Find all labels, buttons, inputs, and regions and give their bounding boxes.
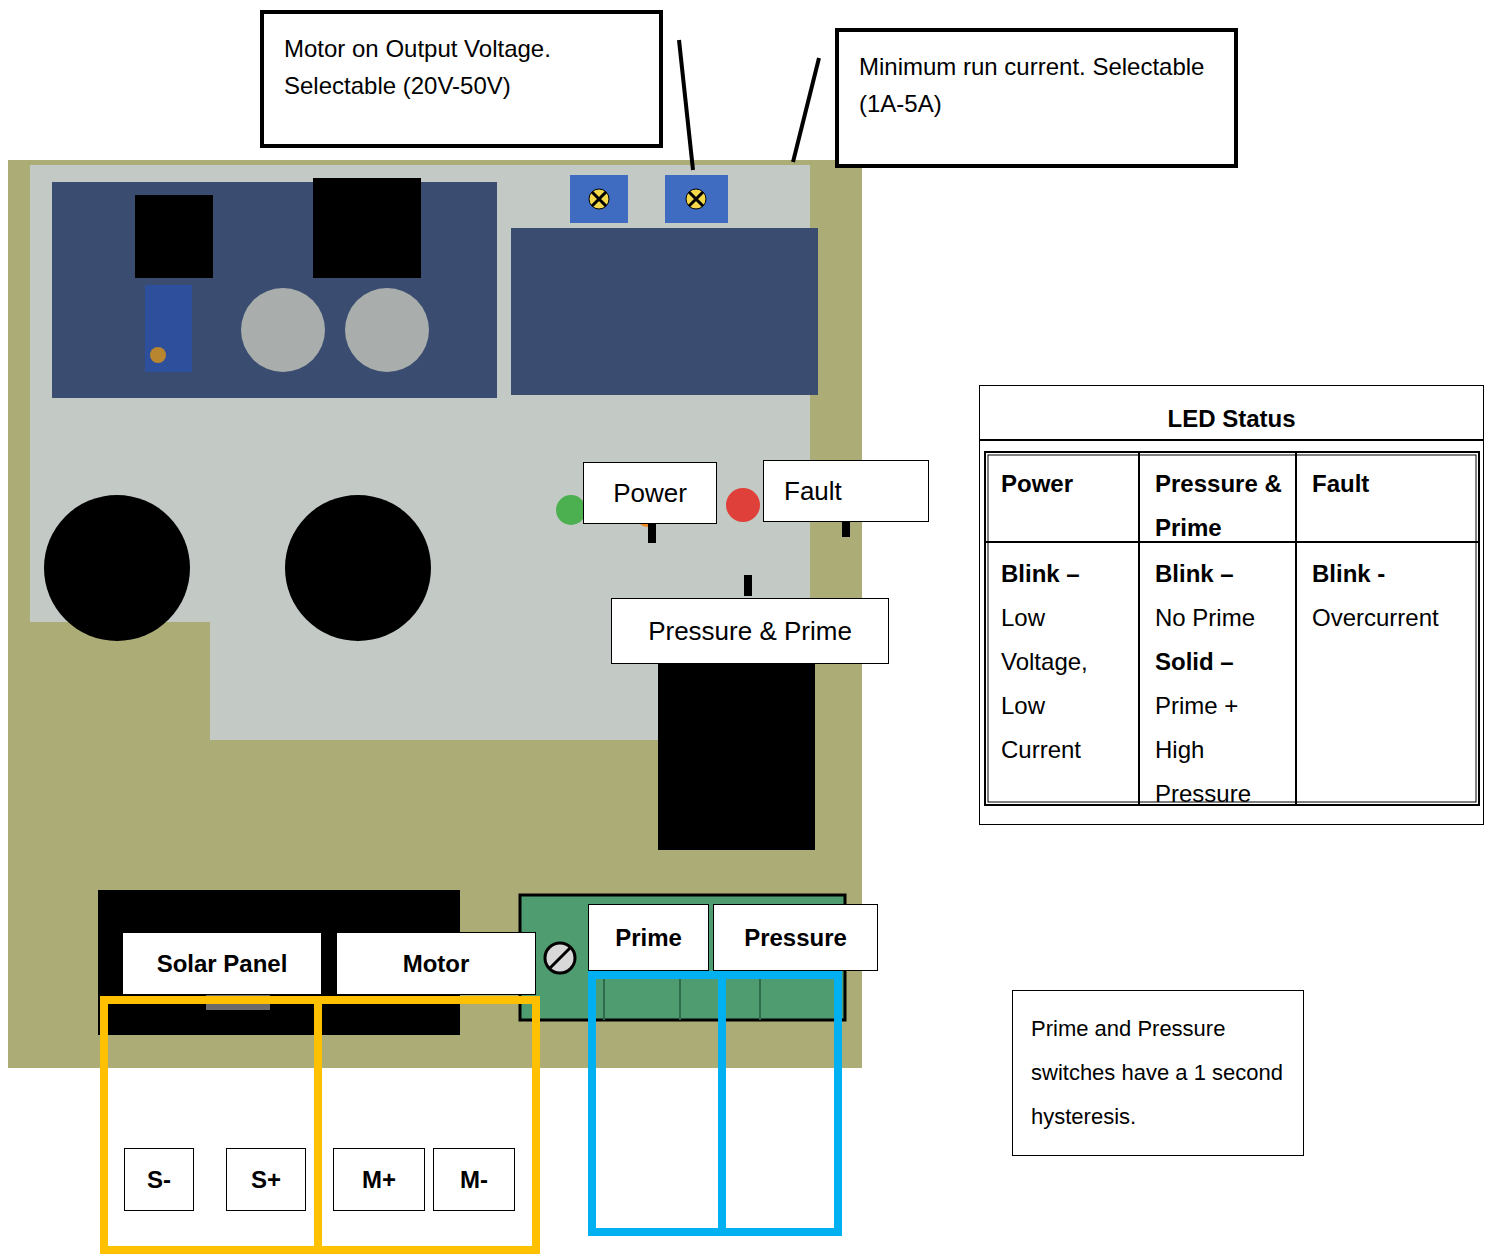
control-module: [511, 228, 818, 395]
box-text: Pressure: [718, 919, 873, 956]
table-header: Fault: [1312, 462, 1469, 506]
table-cell-text: No Prime: [1155, 596, 1286, 640]
table-cell-text: Solid –: [1155, 640, 1286, 684]
table-cell-text: Prime + High Pressure: [1155, 684, 1286, 816]
terminal-label: Motor: [336, 932, 536, 995]
transistor: [313, 178, 421, 278]
led-label: Power: [583, 462, 717, 524]
box-text: Prime and Pressure switches have a 1 sec…: [1031, 1007, 1285, 1139]
note-box: Prime and Pressure switches have a 1 sec…: [1012, 990, 1304, 1156]
box-text: Motor on Output Voltage. Selectable (20V…: [284, 30, 639, 104]
box-text: Power: [590, 473, 710, 513]
led-label: Pressure & Prime: [611, 598, 889, 664]
motor-wire-frame: [318, 1000, 536, 1250]
pin-label: S+: [226, 1148, 306, 1211]
box-text: Motor: [341, 945, 531, 982]
inductor: [44, 495, 190, 641]
callout-box: Motor on Output Voltage. Selectable (20V…: [260, 10, 663, 148]
terminal-label: Pressure: [713, 904, 878, 971]
box-text: Fault: [784, 471, 908, 511]
potentiometer-knob: [686, 189, 706, 209]
pin-label: M-: [433, 1148, 515, 1211]
capacitor: [145, 285, 192, 372]
box-text: Pressure & Prime: [618, 611, 882, 651]
inductor: [285, 495, 431, 641]
box-text: Prime: [593, 919, 704, 956]
led-label: Fault: [763, 460, 929, 522]
table-cell: Blink –Low Voltage, Low Current: [985, 544, 1139, 778]
table-rule: [979, 440, 1484, 805]
table-cell-text: Low Voltage, Low Current: [1001, 596, 1129, 772]
potentiometer: [665, 175, 728, 223]
terminal-label: Solar Panel: [122, 932, 322, 995]
leader-tick: [648, 524, 656, 543]
prime-wire-frame: [592, 975, 722, 1232]
table-cell: Fault: [1296, 454, 1479, 512]
table-border: [988, 455, 1476, 802]
table-cell: Blink -Overcurrent: [1296, 544, 1479, 646]
terminal-screw: [545, 943, 575, 973]
capacitor-mark: [150, 347, 166, 363]
box-text: LED Status: [990, 400, 1473, 437]
leader-line: [793, 58, 819, 162]
pressure-wire-frame: [722, 975, 838, 1232]
table-cell-text: Blink –: [1155, 552, 1286, 596]
leader-line: [679, 40, 693, 170]
potentiometer: [570, 175, 628, 223]
table-cell: Power: [985, 454, 1139, 512]
table-cell: Blink –No PrimeSolid –Prime + High Press…: [1139, 544, 1296, 822]
potentiometer-slot: [592, 192, 606, 206]
potentiometer-slot: [689, 192, 703, 206]
power-led: [556, 495, 586, 525]
screw: [241, 288, 325, 372]
callout-box: Minimum run current. Selectable (1A-5A): [835, 28, 1238, 168]
power-module: [52, 182, 497, 398]
transistor: [135, 195, 213, 278]
table-header: Pressure & Prime: [1155, 462, 1286, 550]
table-cell-text: Blink -: [1312, 552, 1469, 596]
table-border: [985, 452, 1479, 805]
leader-tick: [744, 575, 752, 596]
box-text: S-: [127, 1161, 191, 1198]
solar-wire-frame: [104, 1000, 318, 1250]
table-cell: Pressure & Prime: [1139, 454, 1296, 556]
terminal-label: Prime: [588, 904, 709, 971]
box-text: M+: [336, 1161, 422, 1198]
screw: [345, 288, 429, 372]
box-text: S+: [229, 1161, 303, 1198]
relay: [658, 660, 815, 850]
box-text: M-: [436, 1161, 512, 1198]
pin-label: S-: [124, 1148, 194, 1211]
terminal-screw-slot: [550, 948, 570, 968]
potentiometer-knob: [589, 189, 609, 209]
terminal-divider: [604, 975, 760, 1020]
box-text: Solar Panel: [127, 945, 317, 982]
box-text: Minimum run current. Selectable (1A-5A): [859, 48, 1214, 122]
fault-led: [726, 488, 760, 522]
table-cell-text: Overcurrent: [1312, 596, 1469, 640]
table-cell-text: Blink –: [1001, 552, 1129, 596]
table-header: Power: [1001, 462, 1129, 506]
pin-label: M+: [333, 1148, 425, 1211]
